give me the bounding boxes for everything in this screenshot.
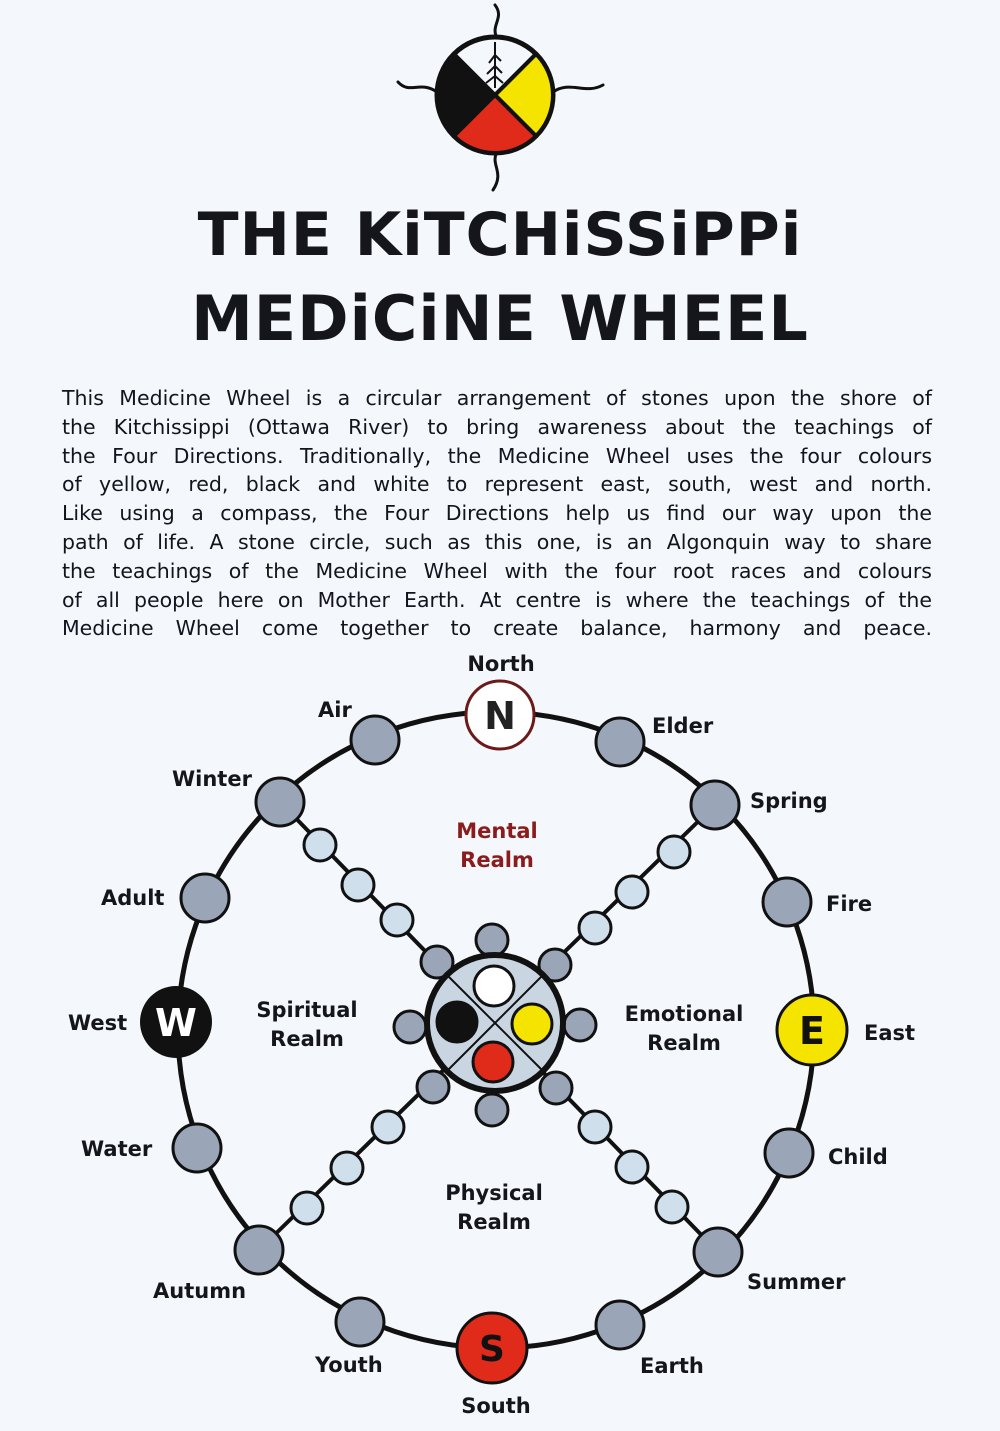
inner-stone (538, 1070, 574, 1106)
label-summer: Summer (747, 1270, 846, 1294)
emotional-realm-line1: Emotional (625, 1002, 744, 1026)
description-line: the teachings of the Medicine Wheel with… (62, 558, 932, 583)
inner-stone (537, 947, 573, 983)
stone-earth (594, 1299, 646, 1351)
physical-realm-line2: Realm (457, 1210, 531, 1234)
stone-fire (761, 876, 813, 928)
description-line: of all people here on Mother Earth. At c… (62, 587, 932, 612)
title-line-2: MEDiCiNE WHEEL (191, 282, 809, 355)
spiritual-realm-line2: Realm (270, 1027, 344, 1051)
spoke-stone (614, 874, 650, 910)
center-black-stone (435, 1000, 479, 1044)
north-stone (464, 679, 536, 751)
west-stone (140, 986, 212, 1058)
center-red-stone (471, 1040, 515, 1084)
spoke-stone (577, 1109, 613, 1145)
description: This Medicine Wheel is a circular arrang… (62, 384, 932, 643)
description-line: path of life. A stone circle, such as th… (62, 529, 932, 554)
spoke-stone (289, 1190, 325, 1226)
description-line: the Kitchissippi (Ottawa River) to bring… (62, 414, 932, 439)
south-stone (455, 1311, 529, 1385)
label-fire: Fire (826, 892, 872, 916)
physical-realm-line1: Physical (445, 1181, 543, 1205)
spoke-stone (577, 910, 613, 946)
spoke-stone (302, 827, 338, 863)
label-child: Child (828, 1145, 888, 1169)
spoke-stone (370, 1109, 406, 1145)
description-line: the Four Directions. Traditionally, the … (62, 443, 932, 468)
east-letter: E (799, 1009, 825, 1053)
stone-youth (334, 1296, 386, 1348)
description-line: of yellow, red, black and white to repre… (62, 472, 932, 497)
stone-winter (254, 776, 306, 828)
inner-stone (419, 944, 455, 980)
stone-air (349, 714, 401, 766)
mental-realm-line2: Realm (460, 848, 534, 872)
label-youth: Youth (314, 1353, 383, 1377)
label-autumn: Autumn (153, 1279, 246, 1303)
label-south: South (461, 1394, 531, 1418)
center-cross (447, 975, 543, 1071)
stone-autumn (233, 1224, 285, 1276)
spoke-stone (656, 834, 692, 870)
stone-child (763, 1127, 815, 1179)
medicine-wheel-logo (396, 3, 605, 192)
description-line: This Medicine Wheel is a circular arrang… (62, 386, 932, 410)
north-letter: N (484, 694, 516, 738)
stone-spring (689, 779, 741, 831)
spoke-stone (379, 902, 415, 938)
inner-stone (474, 1092, 510, 1128)
spoke-stone (340, 867, 376, 903)
inner-stone (474, 922, 510, 958)
stone-elder (594, 716, 646, 768)
west-letter: W (155, 1001, 197, 1045)
stone-summer (692, 1226, 744, 1278)
label-elder: Elder (652, 714, 714, 738)
title-line-1: THE KiTCHiSSiPPi (197, 200, 803, 270)
label-earth: Earth (640, 1354, 704, 1378)
inner-stone (415, 1069, 451, 1105)
label-spring: Spring (750, 789, 828, 813)
stone-water (171, 1122, 223, 1174)
east-stone (775, 993, 849, 1067)
mental-realm-line1: Mental (456, 819, 538, 843)
south-letter: S (479, 1329, 505, 1370)
center-yellow-stone (510, 1002, 554, 1046)
inner-stone (562, 1007, 598, 1043)
label-adult: Adult (101, 886, 164, 910)
medicine-wheel-diagram: N W E S North West East South Air Elder … (68, 652, 915, 1418)
spoke-stone (614, 1149, 650, 1185)
emotional-realm-line2: Realm (647, 1031, 721, 1055)
label-water: Water (81, 1137, 153, 1161)
description-line: Medicine Wheel come together to create b… (62, 616, 932, 641)
label-east: East (864, 1021, 915, 1045)
stone-adult (179, 872, 231, 924)
label-north: North (467, 652, 534, 676)
spiritual-realm-line1: Spiritual (256, 998, 357, 1022)
inner-stone (392, 1009, 428, 1045)
label-west: West (68, 1011, 127, 1035)
spoke-stone (329, 1150, 365, 1186)
spoke-stone (654, 1189, 690, 1225)
description-line: Like using a compass, the Four Direction… (62, 501, 932, 526)
label-winter: Winter (172, 767, 253, 791)
center-white-stone (472, 964, 516, 1008)
label-air: Air (318, 698, 352, 722)
